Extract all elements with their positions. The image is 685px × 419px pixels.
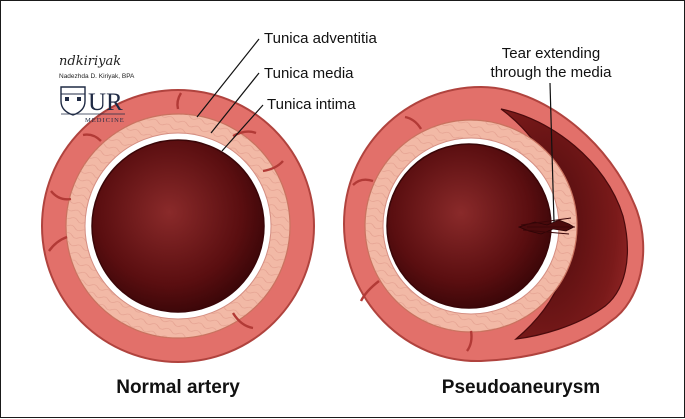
leader-intima	[221, 104, 264, 152]
shield-icon	[60, 86, 86, 116]
artist-name: Nadezhda D. Kiriyak, BPA	[59, 73, 135, 80]
pseudo-vasa-vasorum	[352, 115, 473, 352]
label-adventitia: Tunica adventitia	[264, 30, 378, 47]
normal-lumen	[91, 139, 265, 313]
credit-block: ndkiriyak Nadezhda D. Kiriyak, BPA UR ME…	[59, 54, 135, 124]
title-pseudoaneurysm: Pseudoaneurysm	[442, 377, 600, 398]
normal-vasa-vasorum	[48, 92, 284, 330]
tear-streaks	[520, 217, 575, 235]
label-intima: Tunica intima	[267, 96, 356, 113]
leader-lines	[196, 38, 555, 223]
label-media: Tunica media	[264, 65, 354, 82]
label-tear-line1: Tear extending	[502, 45, 600, 62]
logo-sub: MEDICINE	[85, 117, 125, 124]
artist-signature: ndkiriyak	[59, 54, 121, 69]
leader-tear	[549, 82, 555, 223]
logo-letters: UR	[88, 89, 123, 116]
title-normal-artery: Normal artery	[116, 377, 240, 398]
pseudoaneurysm	[342, 85, 645, 363]
leader-adventitia	[196, 38, 260, 118]
normal-artery	[41, 89, 315, 363]
leader-media	[210, 72, 260, 134]
label-tear-line2: through the media	[491, 64, 613, 81]
